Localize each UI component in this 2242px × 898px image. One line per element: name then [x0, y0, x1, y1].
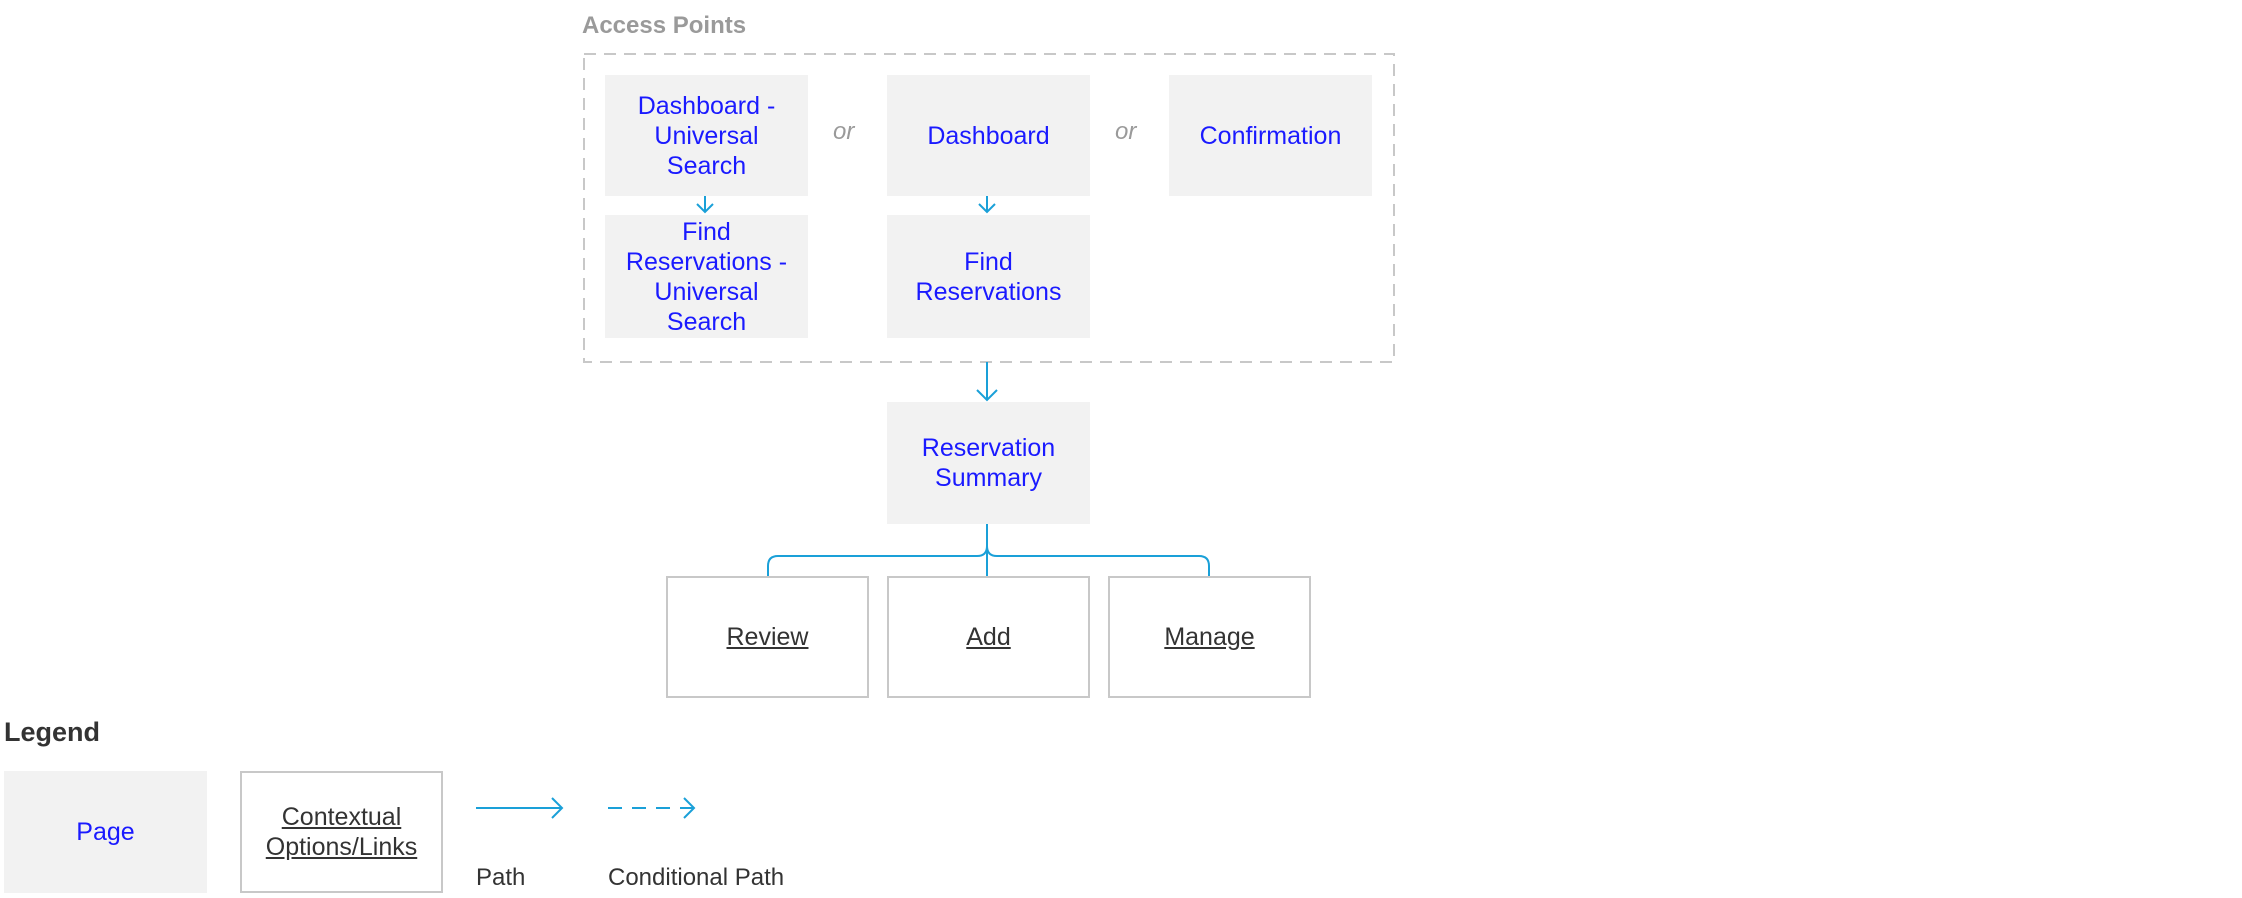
legend-conditional-arrow [608, 797, 696, 819]
legend-page-swatch: Page [4, 771, 207, 893]
legend-path-arrow [476, 797, 564, 819]
legend-path-label: Path [476, 864, 526, 891]
legend-contextual-swatch: Contextual Options/Links [240, 771, 443, 893]
page-confirmation[interactable]: Confirmation [1169, 75, 1372, 196]
arrow-dus-to-frus [696, 196, 714, 214]
page-find-reservations-universal-search[interactable]: Find Reservations - Universal Search [605, 215, 808, 338]
or-label-2: or [1115, 118, 1137, 145]
link-add[interactable]: Add [887, 576, 1090, 698]
or-label-1: or [833, 118, 855, 145]
access-points-title: Access Points [582, 12, 747, 39]
page-reservation-summary[interactable]: Reservation Summary [887, 402, 1090, 524]
link-manage[interactable]: Manage [1108, 576, 1311, 698]
page-dashboard[interactable]: Dashboard [887, 75, 1090, 196]
page-find-reservations[interactable]: Find Reservations [887, 215, 1090, 338]
page-dashboard-universal-search[interactable]: Dashboard - Universal Search [605, 75, 808, 196]
arrow-access-to-summary [976, 362, 998, 402]
arrow-dashboard-to-find [978, 196, 996, 214]
legend-title: Legend [4, 717, 101, 747]
access-points-frame [583, 53, 1395, 363]
legend-conditional-path-label: Conditional Path [608, 864, 785, 891]
link-review[interactable]: Review [666, 576, 869, 698]
branch-summary-to-options [767, 524, 1210, 576]
